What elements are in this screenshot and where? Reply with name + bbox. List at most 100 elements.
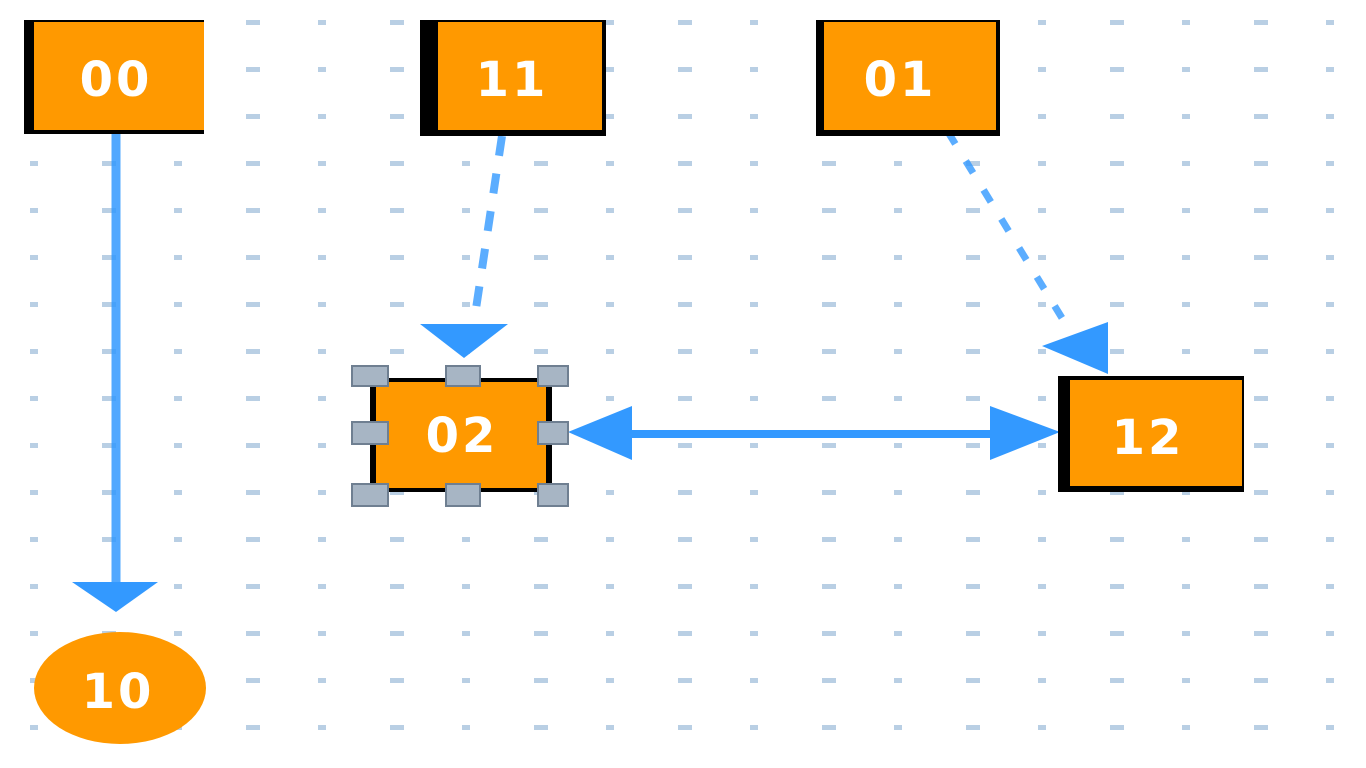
node-00[interactable]: 00 (24, 20, 204, 134)
grid-dot (1254, 20, 1268, 25)
grid-dot (1254, 161, 1268, 166)
grid-dot (1326, 161, 1334, 166)
resize-handle-se[interactable] (537, 483, 569, 507)
node-label: 12 (1112, 410, 1185, 466)
grid-dot (966, 208, 980, 213)
node-10[interactable]: 10 (34, 632, 206, 744)
resize-handle-sw[interactable] (351, 483, 389, 507)
grid-dot (390, 208, 404, 213)
grid-dot (606, 490, 614, 495)
grid-dot (1038, 631, 1046, 636)
grid-dot (462, 537, 470, 542)
grid-dot (390, 114, 404, 119)
grid-dot (894, 302, 902, 307)
grid-dot (102, 302, 116, 307)
grid-dot (966, 490, 980, 495)
selection-handles[interactable] (351, 365, 569, 507)
grid-dot (1110, 67, 1124, 72)
resize-handle-w[interactable] (351, 421, 389, 445)
grid-dot (246, 255, 260, 260)
grid-dot (678, 349, 692, 354)
grid-dot (1182, 725, 1190, 730)
node-01[interactable]: 01 (816, 20, 1000, 136)
grid-dot (102, 396, 116, 401)
grid-dot (534, 537, 548, 542)
grid-dot (1254, 114, 1268, 119)
grid-dot (102, 161, 116, 166)
grid-dot (534, 584, 548, 589)
grid-dot (1182, 631, 1190, 636)
resize-handle-e[interactable] (537, 421, 569, 445)
grid-dot (1254, 631, 1268, 636)
grid-dot (678, 20, 692, 25)
grid-dot (534, 302, 548, 307)
grid-dot (1326, 208, 1334, 213)
grid-dot (1326, 67, 1334, 72)
grid-dot (318, 631, 326, 636)
grid-dot (1110, 678, 1124, 683)
grid-dot (750, 114, 758, 119)
grid-dot (246, 114, 260, 119)
grid-dot (1254, 725, 1268, 730)
grid-dot (534, 161, 548, 166)
grid-dot (390, 255, 404, 260)
grid-dot (822, 537, 836, 542)
grid-dot (30, 537, 38, 542)
grid-dot (1038, 255, 1046, 260)
grid-dot (1038, 725, 1046, 730)
grid-dot (30, 208, 38, 213)
resize-handle-s[interactable] (445, 483, 481, 507)
grid-dot (318, 443, 326, 448)
edge-11-02[interactable] (420, 135, 508, 358)
grid-dot (1110, 161, 1124, 166)
edge-00-10[interactable] (72, 134, 158, 612)
grid-dot (1254, 208, 1268, 213)
grid-dot (318, 349, 326, 354)
grid-dot (1326, 537, 1334, 542)
grid-dot (174, 631, 182, 636)
resize-handle-ne[interactable] (537, 365, 569, 387)
node-label: 01 (864, 52, 937, 108)
grid-dot (1038, 20, 1046, 25)
grid-dot (750, 631, 758, 636)
grid-dot (246, 631, 260, 636)
resize-handle-nw[interactable] (351, 365, 389, 387)
grid-dot (966, 255, 980, 260)
grid-dot (1110, 255, 1124, 260)
grid-dot (750, 302, 758, 307)
grid-dot (390, 490, 404, 495)
resize-handle-n[interactable] (445, 365, 481, 387)
grid-dot (606, 725, 614, 730)
grid-dot (678, 255, 692, 260)
grid-dot (894, 161, 902, 166)
grid-dot (390, 631, 404, 636)
grid-dot (822, 725, 836, 730)
grid-dot (750, 255, 758, 260)
edge-02-12[interactable] (568, 406, 1060, 460)
node-label: 11 (476, 52, 549, 108)
grid-dot (174, 396, 182, 401)
grid-dot (1038, 349, 1046, 354)
grid-dot (822, 349, 836, 354)
node-11[interactable]: 11 (420, 20, 606, 136)
grid-dot (1326, 490, 1334, 495)
grid-dot (246, 302, 260, 307)
grid-dot (390, 584, 404, 589)
edge-01-12[interactable] (945, 130, 1108, 374)
grid-dot (30, 490, 38, 495)
grid-dot (966, 584, 980, 589)
grid-dot (102, 208, 116, 213)
grid-dot (1326, 443, 1334, 448)
grid-dot (750, 349, 758, 354)
arrowhead-icon (1042, 322, 1108, 374)
grid-dot (894, 208, 902, 213)
grid-dot (246, 161, 260, 166)
grid-dot (1182, 161, 1190, 166)
grid-dot (894, 537, 902, 542)
node-12[interactable]: 12 (1058, 376, 1244, 492)
grid-dot (966, 349, 980, 354)
grid-dot (966, 443, 980, 448)
grid-dot (822, 396, 836, 401)
node-02[interactable]: 02 (351, 365, 569, 507)
